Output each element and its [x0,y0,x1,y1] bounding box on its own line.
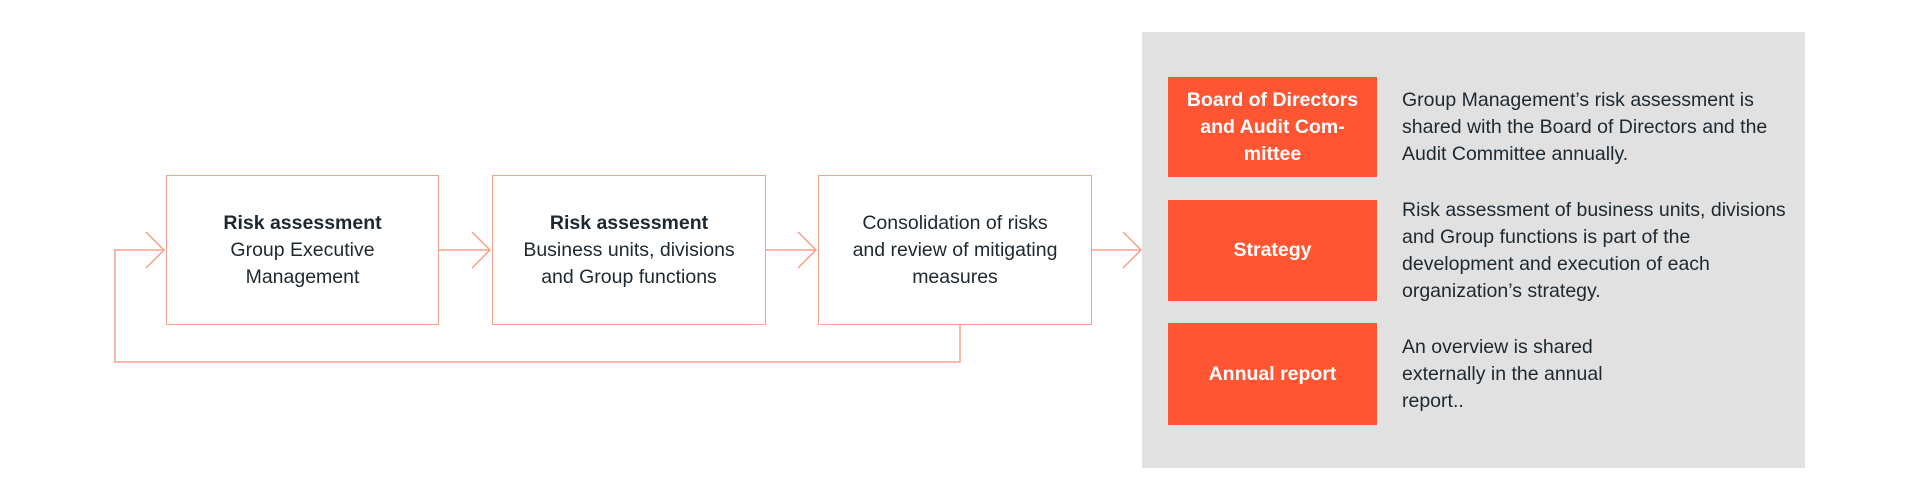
arrow-icon [797,231,818,269]
arrow-icon [1122,231,1143,269]
step-text: Business units, divisions and Group func… [523,238,735,288]
arrow-icon [145,231,166,269]
step-text: Consolidation of risks and review of mit… [852,211,1058,288]
output-annual-report-label: Annual report [1168,323,1377,425]
arrow-icon [471,231,492,269]
flow-step-business-units: Risk assessment Business units, division… [492,175,766,325]
step-title: Risk assessment [549,211,709,234]
step-text: Group Executive Management [230,238,375,288]
step-title: Risk assessment [223,211,382,234]
flow-step-consolidation: Consolidation of risks and review of mit… [818,175,1092,325]
output-strategy-label: Strategy [1168,200,1377,301]
output-strategy-description: Risk assessment of business units, divis… [1402,199,1786,302]
loop-back-line [114,249,961,363]
output-board-description: Group Management’s risk assessment is sh… [1402,88,1768,165]
flow-step-group-executive: Risk assessment Group Executive Manageme… [166,175,439,325]
output-board-label: Board of Directors and Audit Com-mittee [1168,77,1377,177]
output-annual-report-description: An overview is shared externally in the … [1402,335,1603,412]
